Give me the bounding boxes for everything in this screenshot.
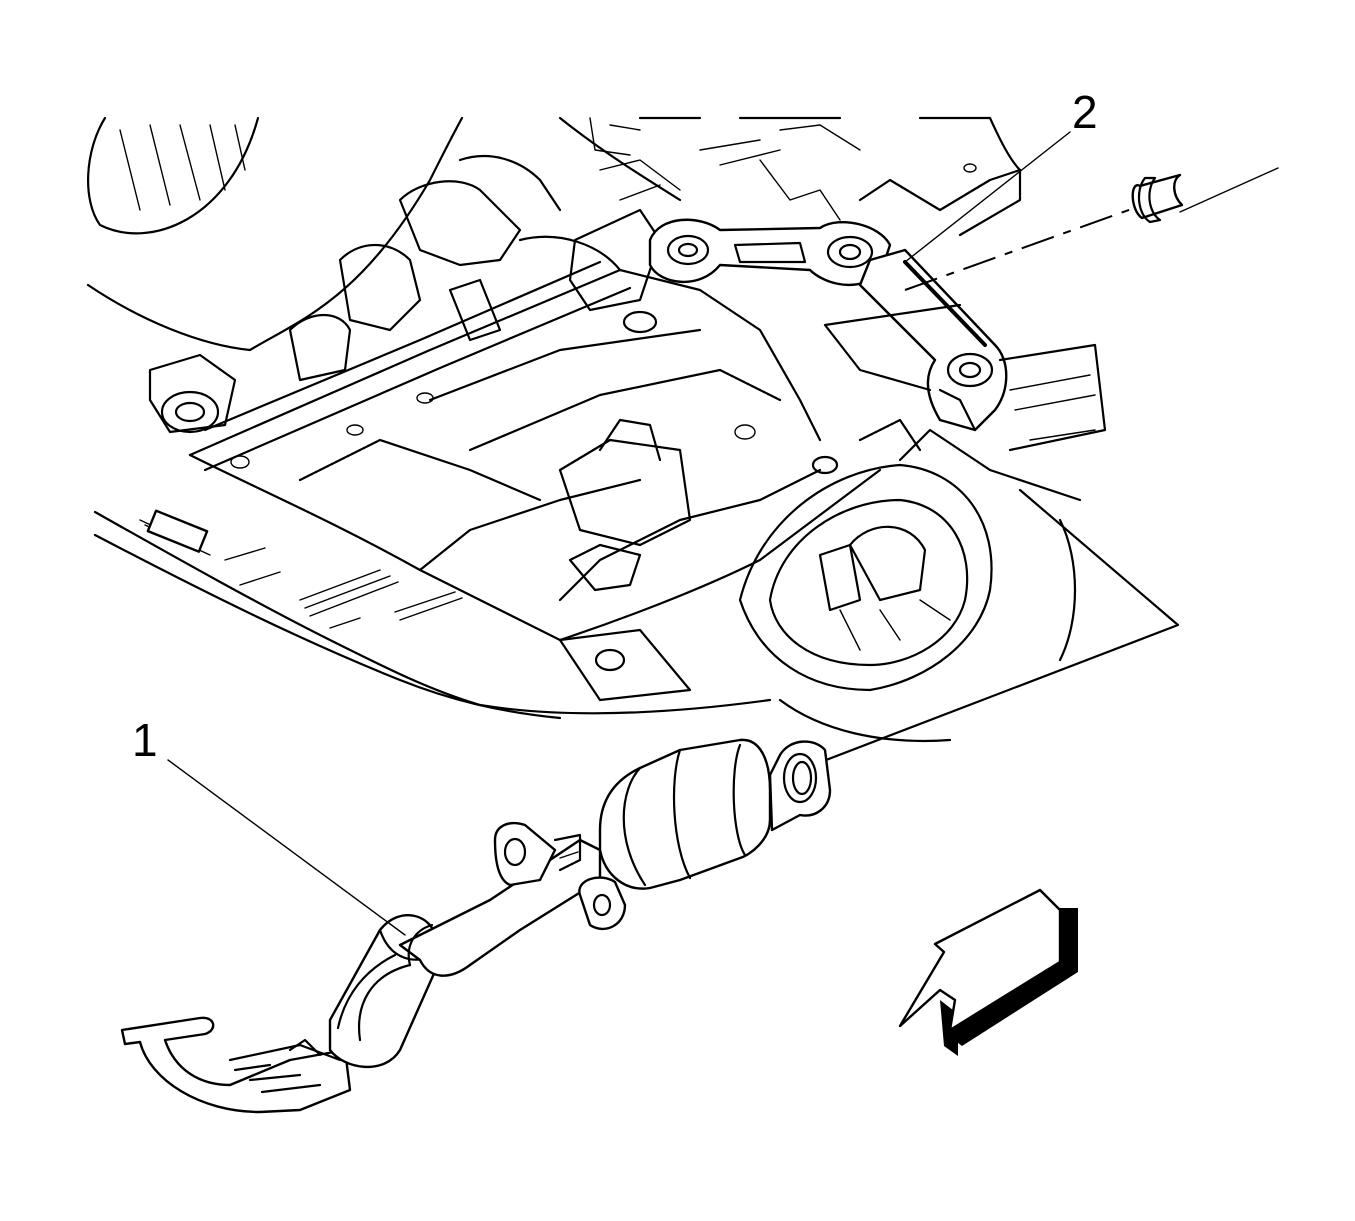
install-guide-line bbox=[798, 488, 1180, 772]
left-mount-bushing bbox=[160, 390, 220, 434]
subframe-rear-edge bbox=[188, 268, 822, 457]
leader-lines bbox=[167, 131, 1071, 936]
direction-arrow-icon bbox=[898, 888, 1078, 1056]
leader-line-2 bbox=[904, 131, 1071, 263]
vehicle-underbody bbox=[86, 116, 1107, 743]
front-flange bbox=[120, 1016, 352, 1114]
rear-mount-bracket bbox=[648, 218, 892, 286]
leader-line-1 bbox=[167, 759, 406, 936]
centerline-dashed bbox=[904, 205, 1141, 291]
alignment-lines bbox=[798, 167, 1279, 772]
engine-mount-block bbox=[558, 438, 692, 547]
rear-exhaust-pipe-stub bbox=[1131, 173, 1184, 224]
right-wheel-hub bbox=[738, 463, 993, 692]
exhaust-pipe-assembly bbox=[120, 738, 832, 1114]
callout-1: 1 bbox=[132, 714, 158, 766]
transmission-support-mount bbox=[858, 248, 1008, 432]
subframe-front-edge bbox=[188, 453, 882, 642]
pipe-hanger bbox=[578, 876, 627, 931]
left-wheel-well bbox=[86, 116, 260, 235]
body-contour-left bbox=[86, 116, 464, 352]
callout-2: 2 bbox=[1072, 86, 1098, 138]
outlet-flange bbox=[768, 740, 832, 832]
underbody-lower-edge bbox=[93, 510, 772, 715]
